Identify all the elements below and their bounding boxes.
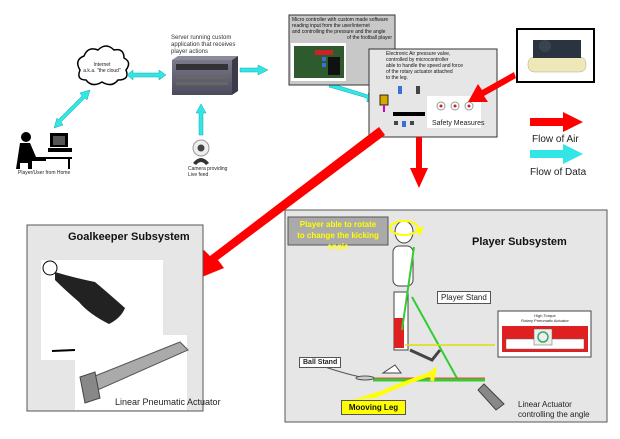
- moving-leg-label: Mooving Leg: [341, 400, 406, 415]
- rotate-note: Player able to rotate to change the kick…: [289, 219, 387, 252]
- legend-data-arrow: [530, 144, 583, 164]
- ball-stand-label: Ball Stand: [299, 357, 342, 368]
- microcontroller-panel: [288, 14, 396, 86]
- micro-label-line1: Micro controller with custom made softwa…: [292, 17, 389, 23]
- cloud-icon: [77, 45, 130, 86]
- player-stand-label: Player Stand: [437, 291, 491, 304]
- cloud-label-line1: Internet: [93, 62, 111, 68]
- linear-pneumatic-actuator-label: Linear Pneumatic Actuator: [115, 397, 221, 407]
- legend-air-label: Flow of Air: [532, 134, 579, 145]
- micro-label-line2: reading input from the user/internet: [292, 23, 370, 29]
- air-arrow-compressor-valve: [468, 72, 516, 102]
- valve-label-line3: able to handle the speed and force: [386, 63, 464, 69]
- data-arrow-camera-server: [195, 103, 207, 136]
- air-arrow-valve-player: [410, 137, 428, 188]
- legend-data-label: Flow of Data: [530, 167, 587, 178]
- rotary-label-line2: Rotary Pneumatic Actuator: [521, 318, 569, 323]
- rotary-actuator-label: High Torque Rotary Pneumatic Actuator: [500, 313, 590, 323]
- server-label: Server running custom application that r…: [171, 35, 236, 55]
- player-user-label: Player/User from Home: [18, 170, 71, 176]
- player-title: Player Subsystem: [472, 236, 567, 248]
- valve-label: Electronic Air pressure valve, controlle…: [386, 51, 476, 81]
- rotary-label-line1: High Torque: [534, 313, 556, 318]
- cloud-label-line2: a.k.a. "the cloud": [83, 68, 121, 74]
- camera-icon: [192, 139, 210, 165]
- linear-actuator-label: Linear Actuator controlling the angle: [518, 400, 590, 420]
- safety-measures-label: Safety Measures: [432, 120, 485, 127]
- user-computer-icon: [16, 132, 72, 169]
- data-arrow-user-cloud: [53, 89, 91, 129]
- player-panel: [284, 209, 608, 423]
- compressor-image: [516, 28, 595, 83]
- air-arrow-valve-goalkeeper: [165, 127, 385, 292]
- goalkeeper-panel: [26, 224, 204, 412]
- server-icon: [172, 56, 238, 95]
- camera-label-line2: Live feed: [188, 172, 209, 178]
- data-arrow-cloud-server: [126, 69, 167, 81]
- valve-label-line2: controlled by microcontroller: [386, 57, 449, 63]
- camera-label: Camera providing Live feed: [188, 166, 227, 178]
- goalkeeper-title: Goalkeeper Subsystem: [68, 231, 190, 243]
- linear-label-line1: Linear Actuator: [518, 400, 572, 409]
- legend-air-arrow: [530, 112, 583, 132]
- rotate-note-line1: Player able to rotate: [299, 220, 377, 229]
- micro-label-line3: and controlling the pressure and the ang…: [292, 29, 386, 35]
- valve-label-line4: of the rotary actuator attached: [386, 69, 453, 75]
- valve-label-line1: Electronic Air pressure valve,: [386, 51, 451, 57]
- linear-label-line2: controlling the angle: [518, 410, 590, 419]
- data-arrow-server-micro: [239, 64, 269, 76]
- micro-label-line4: of the football player: [346, 35, 392, 41]
- microcontroller-label: Micro controller with custom made softwa…: [292, 17, 392, 41]
- rotate-note-line2: to change the kicking angle: [297, 231, 379, 251]
- camera-label-line1: Camera providing: [188, 166, 228, 172]
- cloud-label: Internet a.k.a. "the cloud": [82, 62, 122, 74]
- valve-label-line5: to the leg.: [386, 75, 408, 81]
